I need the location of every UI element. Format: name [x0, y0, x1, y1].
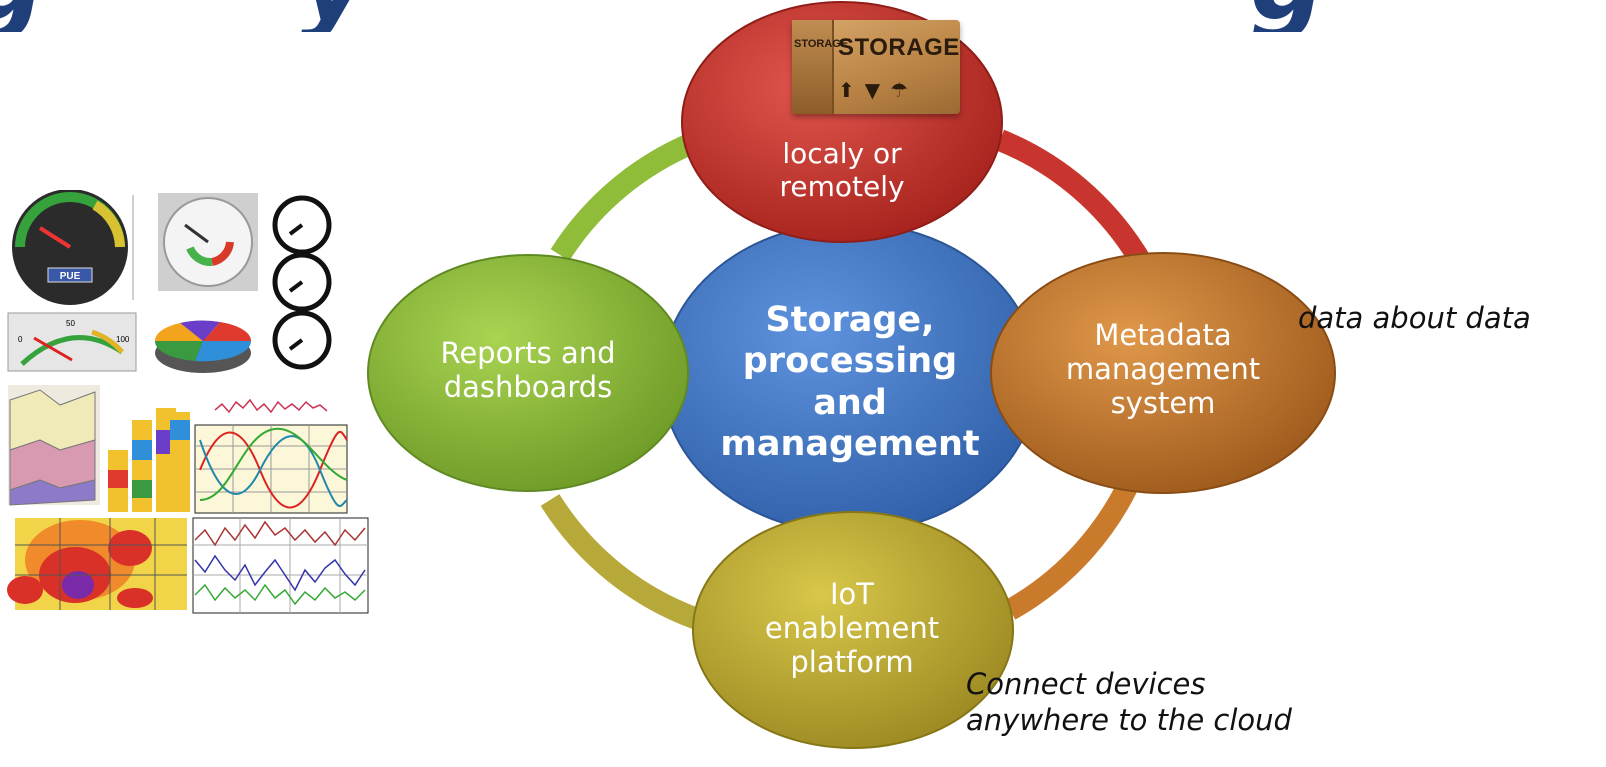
- right-label-line-2: management: [1065, 352, 1261, 387]
- scale-max-label: 100: [116, 335, 130, 344]
- ring-arc-bottom-left: [540, 494, 704, 631]
- right-label-line-3: system: [1110, 386, 1216, 421]
- right-label-line-1: Metadata: [1094, 318, 1232, 352]
- multi-line-chart-icon: [192, 517, 369, 614]
- clock-dials-icon: [272, 195, 332, 370]
- linear-gauge-icon: 0 50 100: [7, 312, 137, 372]
- bottom-label-line-2: enablement: [764, 611, 940, 646]
- pue-label: PUE: [60, 271, 81, 282]
- bottom-label-line-3: platform: [790, 645, 914, 680]
- iot-caption-line-1: Connect devices: [966, 667, 1206, 701]
- center-label-line-1: Storage,: [765, 300, 935, 340]
- bottom-node: [692, 511, 1014, 749]
- left-node: [367, 254, 689, 492]
- storage-box-side-word: STORAGE: [794, 38, 849, 50]
- scale-mid-label: 50: [66, 319, 75, 328]
- storage-box-word: STORAGE: [838, 34, 960, 61]
- dial-gauge-icon: [158, 193, 258, 291]
- heatmap-icon: [7, 518, 187, 610]
- pie-chart-icon: [154, 320, 252, 373]
- stacked-bar-chart-icon: [108, 408, 190, 512]
- top-label-line-2: remotely: [779, 170, 905, 204]
- metadata-caption: data about data: [1298, 301, 1531, 335]
- ring-arc-bottom-right: [1004, 465, 1146, 620]
- dashboard-collage: PUE 0 50 100: [7, 190, 369, 614]
- bottom-node-label: IoT enablement platform: [722, 577, 982, 680]
- sine-line-chart-icon: [194, 424, 348, 514]
- scale-min-label: 0: [18, 335, 23, 344]
- center-label-line-2: processing: [742, 341, 958, 382]
- left-label-line-1: Reports and: [440, 336, 616, 370]
- center-label-line-4: management: [720, 423, 980, 464]
- storage-box-icons: ⬆▼☂: [838, 78, 919, 102]
- ring-arc-top-right: [995, 129, 1150, 266]
- surface-chart-icon: [8, 385, 100, 506]
- noisy-line-strip-icon: [214, 398, 328, 414]
- bottom-label-line-1: IoT: [829, 577, 874, 611]
- iot-caption-line-2: anywhere to the cloud: [966, 703, 1292, 738]
- storage-box-side: STORAGE: [792, 20, 848, 114]
- center-label-line-3: and: [813, 382, 887, 423]
- right-node-label: Metadata management system: [1030, 318, 1296, 421]
- heading-fragment: g y g: [0, 0, 1606, 32]
- ring-arc-top-left: [550, 129, 705, 261]
- top-node-label: localy or remotely: [712, 137, 972, 203]
- top-label-line-1: localy or: [782, 137, 902, 170]
- iot-caption: Connect devices anywhere to the cloud: [966, 666, 1366, 739]
- right-node: [990, 252, 1336, 494]
- center-node-label: Storage, processing and management: [690, 300, 1010, 465]
- pue-gauge-icon: PUE: [12, 190, 128, 305]
- left-label-line-2: dashboards: [443, 370, 613, 405]
- left-node-label: Reports and dashboards: [398, 336, 658, 404]
- storage-box-image: STORAGE STORAGE ⬆▼☂: [792, 20, 960, 114]
